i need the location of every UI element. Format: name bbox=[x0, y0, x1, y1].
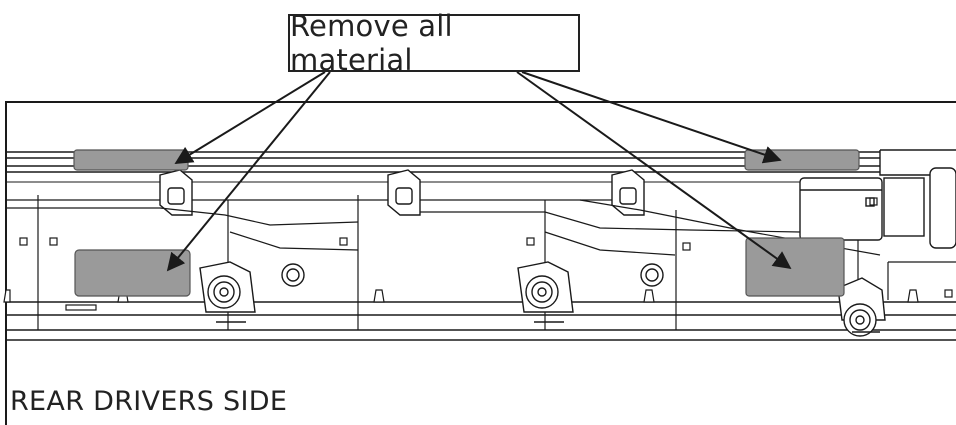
callout-box: Remove all material bbox=[288, 9, 580, 77]
region-top-rail-left bbox=[73, 149, 189, 171]
right-end-bracket bbox=[799, 167, 956, 249]
region-lower-panel-left bbox=[74, 249, 191, 297]
bolt-brackets bbox=[199, 261, 886, 337]
frame-outline bbox=[5, 101, 956, 425]
base-rails bbox=[6, 301, 956, 341]
arrow-to-lower-panel-right bbox=[516, 71, 792, 270]
callout-arrows bbox=[166, 71, 792, 272]
arrow-to-top-rail-left bbox=[174, 71, 326, 164]
arrow-to-lower-panel-left bbox=[166, 71, 331, 272]
side-caption: REAR DRIVERS SIDE bbox=[10, 386, 288, 417]
mounting-bosses bbox=[281, 263, 664, 287]
callout-text: Remove all material bbox=[290, 9, 453, 77]
region-lower-panel-right bbox=[745, 237, 845, 297]
rail-clips bbox=[159, 169, 645, 216]
arrow-to-top-rail-right bbox=[521, 71, 782, 164]
removal-regions bbox=[73, 149, 860, 297]
